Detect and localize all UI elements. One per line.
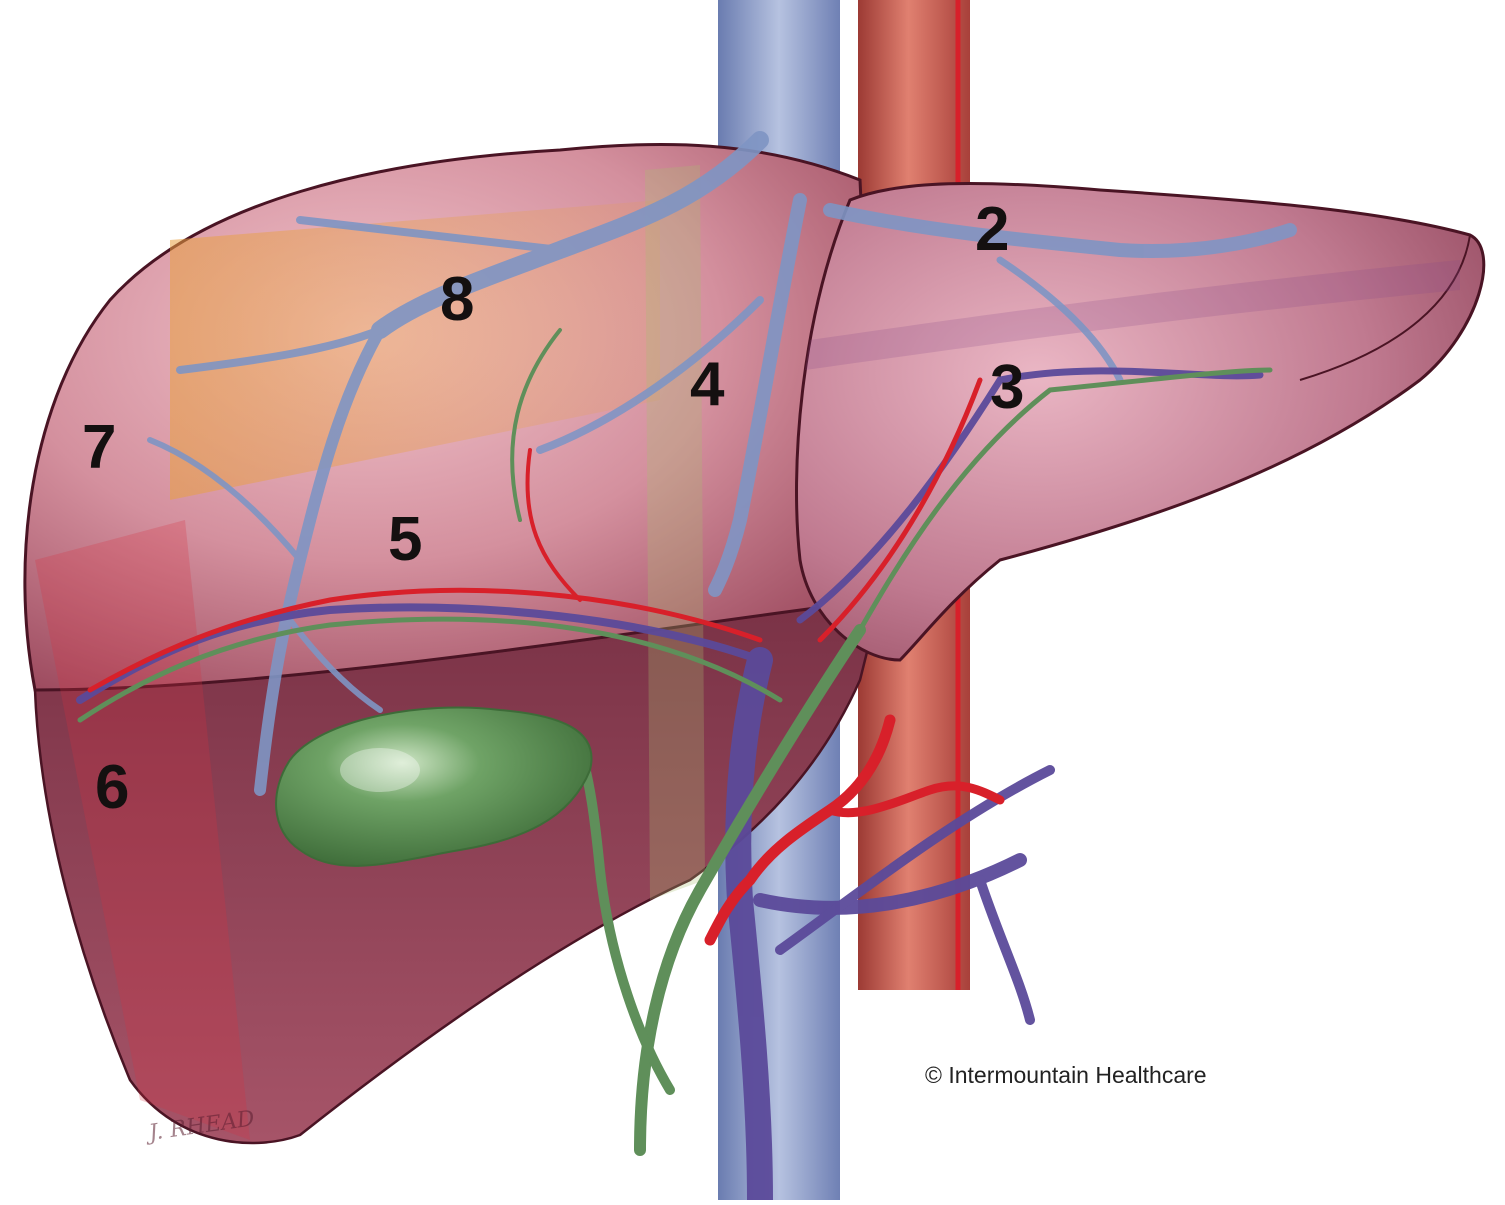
left-lobe-stripe [805, 260, 1460, 370]
segment-label-8: 8 [440, 265, 474, 334]
bile-ducts [77, 328, 1273, 1156]
segment-band-red [35, 520, 250, 1140]
segment-label-3: 3 [990, 353, 1024, 422]
segment-label-5: 5 [388, 505, 422, 574]
segment-label-4: 4 [690, 350, 725, 419]
hepatic-veins [147, 131, 1297, 796]
copyright-notice: © Intermountain Healthcare [925, 1062, 1207, 1088]
hepatic-arteries [87, 377, 1005, 946]
gallbladder [275, 706, 593, 867]
segment-label-2: 2 [975, 195, 1009, 264]
gallbladder-highlight [340, 748, 420, 792]
left-lobe-edge [1299, 234, 1471, 381]
segment-label-6: 6 [95, 753, 129, 822]
segment-band-orange [170, 200, 660, 500]
segment-label-7: 7 [82, 413, 116, 482]
liver-left-lobe [795, 181, 1486, 662]
segment-band-green [645, 165, 705, 900]
